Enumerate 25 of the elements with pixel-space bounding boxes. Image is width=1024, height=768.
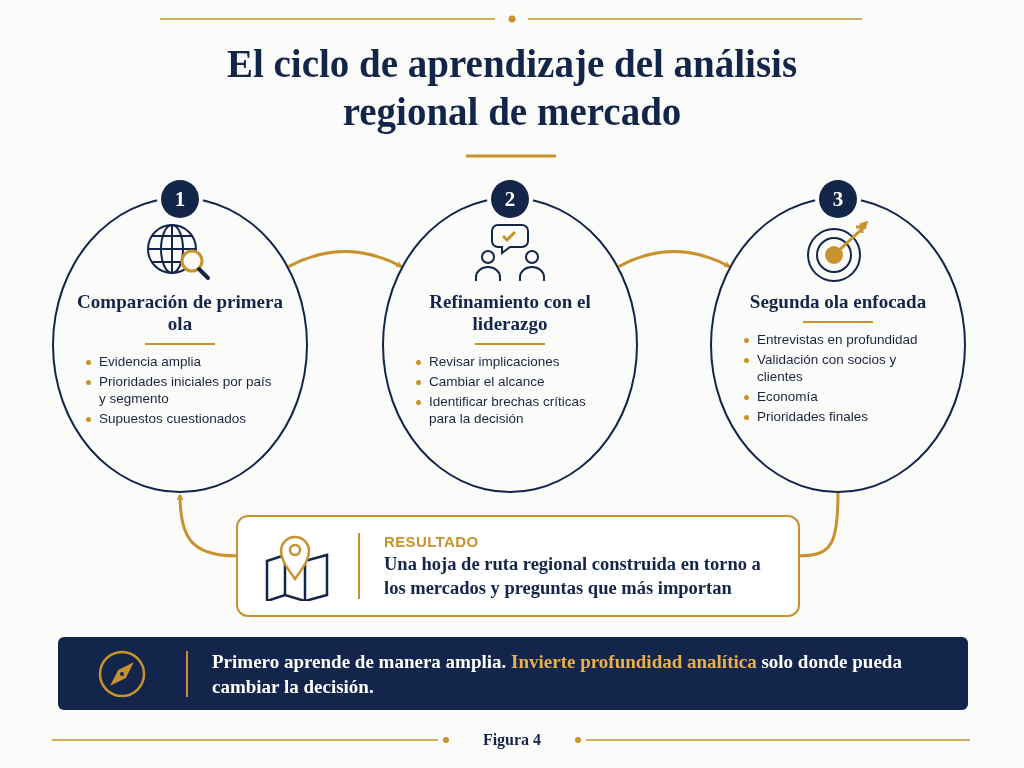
bullet-text: Cambiar el alcance — [429, 373, 545, 390]
step-title: Comparación de primera ola — [76, 291, 284, 335]
step-title: Refinamiento con el liderazgo — [428, 291, 592, 335]
takeaway-text: Primero aprende de manera amplia. Invierte profundidad analítica solo donde pueda cambiar la decisión. — [212, 649, 903, 699]
step-title: Segunda ola enfocada — [748, 291, 928, 313]
bullet-text: Prioridades finales — [757, 408, 869, 425]
flow-arrow — [176, 494, 237, 558]
bullet-text: Evidencia amplia — [99, 353, 202, 370]
bullet-text: Economía — [757, 388, 818, 405]
flow-arrow — [617, 250, 731, 268]
flow-arrow — [287, 250, 403, 268]
figure-caption: Figura 4 — [481, 730, 543, 751]
takeaway-banner — [58, 637, 968, 710]
bullet-text: Entrevistas en profundidad — [757, 331, 918, 348]
bullet-text: Identificar brechas críticas para la decisión — [429, 393, 587, 427]
step-number: 1 — [161, 180, 199, 218]
bullet-text: Revisar implicaciones — [429, 353, 560, 370]
result-kicker: RESULTADO — [384, 532, 480, 552]
bullet-text: Validación con socios y clientes — [757, 351, 898, 385]
bullet-text: Supuestos cuestionados — [99, 410, 247, 427]
bullet-text: Prioridades iniciales por país y segmento — [99, 373, 273, 407]
result-text: Una hoja de ruta regional construida en torno a los mercados y preguntas que más importan — [384, 553, 762, 600]
diagram-title: El ciclo de aprendizaje del análisis regional de mercado — [225, 41, 799, 136]
step-number: 3 — [819, 180, 857, 218]
result-card — [236, 515, 800, 617]
